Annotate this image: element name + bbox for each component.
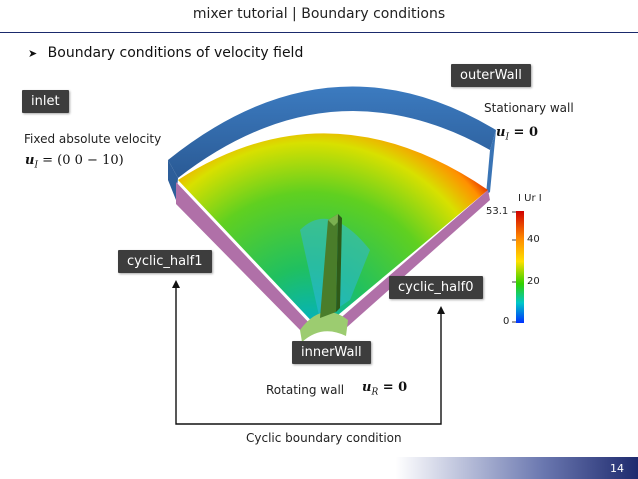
slide-title: mixer tutorial | Boundary conditions xyxy=(192,6,446,22)
outer-wall-side-right xyxy=(486,130,496,195)
inner-eq-symbol: u xyxy=(362,380,372,395)
cyclic-half1-tag: cyclic_half1 xyxy=(118,250,212,273)
colorbar-tick-label: 0 xyxy=(503,316,510,327)
cyclic-arrow-left-icon xyxy=(172,280,180,288)
outer-eq-sub: I xyxy=(505,132,510,143)
inner-wall-tag: innerWall xyxy=(292,341,371,364)
colorbar-tick-label: 53.1 xyxy=(486,206,509,217)
cyclic-connector-line xyxy=(175,286,442,425)
outer-wall-equation: uI = 0 xyxy=(496,125,538,143)
outer-wall-description: Stationary wall xyxy=(484,101,574,115)
colorbar-tick-label: 40 xyxy=(527,234,540,245)
cyclic-half1-surface xyxy=(176,182,312,334)
title-divider xyxy=(0,32,638,33)
outer-eq-value: = 0 xyxy=(509,125,539,140)
inner-wall-equation: uR = 0 xyxy=(362,380,407,398)
inlet-description: Fixed absolute velocity xyxy=(24,132,162,146)
bullet-text: Boundary conditions of velocity field xyxy=(47,45,304,61)
cyclic-half0-tag: cyclic_half0 xyxy=(389,276,483,299)
inlet-eq-value: = (0 0 − 10) xyxy=(38,153,124,168)
rotor-blade xyxy=(320,214,338,318)
bullet-heading: ➤ Boundary conditions of velocity field xyxy=(28,45,303,61)
colorbar-tick-label: 20 xyxy=(527,276,540,287)
bullet-arrow-icon: ➤ xyxy=(28,47,38,60)
inner-wall-hub xyxy=(300,312,348,342)
inner-eq-sub: R xyxy=(371,387,379,398)
cyclic-half0-surface xyxy=(336,190,490,328)
inlet-eq-sub: I xyxy=(34,160,39,171)
outer-wall-side xyxy=(168,160,178,200)
inner-eq-value: = 0 xyxy=(378,380,408,395)
page-number: 14 xyxy=(610,462,624,475)
rotor-blade-side xyxy=(336,214,342,312)
footer-bar: 14 xyxy=(0,457,638,479)
outer-wall-tag: outerWall xyxy=(451,64,531,87)
inlet-equation: uI = (0 0 − 10) xyxy=(25,153,124,171)
inlet-tag: inlet xyxy=(22,90,69,113)
inlet-eq-symbol: u xyxy=(25,153,35,168)
inner-wall-description: Rotating wall xyxy=(266,383,345,397)
cyclic-arrow-right-icon xyxy=(437,306,445,314)
colorbar-title: I Ur I xyxy=(518,193,542,204)
colorbar xyxy=(516,211,524,323)
outer-wall-surface xyxy=(168,86,496,178)
outer-eq-symbol: u xyxy=(496,125,506,140)
cyclic-description: Cyclic boundary condition xyxy=(246,431,402,445)
